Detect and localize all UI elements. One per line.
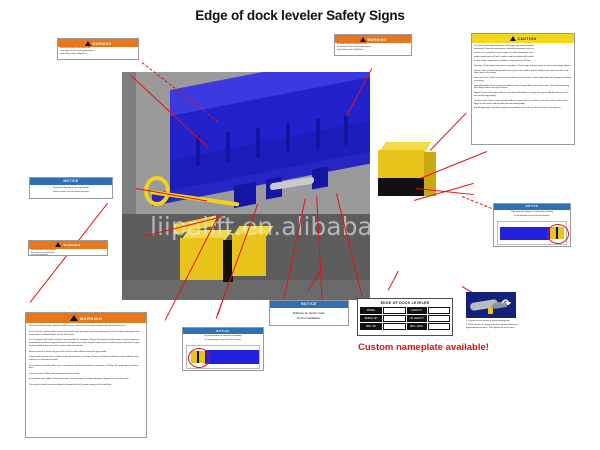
leveler-bracket — [312, 166, 328, 190]
nameplate-label: SERIAL NO — [360, 314, 382, 322]
sign-warning-bottom-left: WARNING Do not install the leveler, oper… — [25, 312, 147, 438]
nameplate-value[interactable] — [383, 314, 406, 322]
nameplate-value[interactable] — [427, 306, 450, 314]
nameplate-value[interactable] — [427, 322, 450, 330]
sign-body: Do not install the leveler, operate and/… — [29, 325, 140, 386]
sign-header: WARNING — [335, 35, 411, 44]
spring-tension-photo-card: ↷ 1. Loosen the set screws in spring win… — [466, 292, 524, 354]
sign-header: NOTICE — [183, 328, 263, 334]
sign-body: Left hand bumper (as viewed when standin… — [204, 335, 242, 342]
sign-notice-bottom-center: NOTICE Left hand bumper (as viewed when … — [182, 327, 264, 371]
leader-line — [429, 112, 467, 151]
dock-leveler-render: liipalift.en.alibaba.com — [122, 72, 370, 300]
page-title: Edge of dock leveler Safety Signs — [195, 8, 405, 23]
nameplate-value[interactable] — [427, 314, 450, 322]
sign-header: NOTICE — [30, 178, 112, 185]
sign-header: WARNING — [29, 241, 107, 249]
warning-triangle-icon — [359, 36, 366, 42]
photo-instructions: 1. Loosen the set screws in spring windi… — [466, 320, 518, 330]
sign-notice-drill-hole: NOTICE Drill hole for factory tests. Not… — [269, 300, 349, 326]
sign-body: Use caution when lifting or moving the d… — [60, 48, 94, 55]
notice-illustration-left-bumper — [186, 345, 260, 370]
illustration-leveler-bar — [500, 226, 550, 240]
nameplate-grid: MODEL CAPACITY SERIAL NO LIP LENGTH MFG.… — [360, 306, 450, 330]
sign-notice-right-bumper: NOTICE Right hand dock bumper (as viewed… — [493, 203, 571, 247]
side-bumper-pad — [378, 178, 424, 196]
sign-warning-mid-left: WARNING Keep hands and feet clear of pin… — [28, 240, 108, 256]
sign-body: The Dock Leveler will provide years of e… — [474, 44, 572, 110]
sign-header: WARNING — [26, 313, 146, 324]
leveler-rib — [344, 114, 348, 146]
sign-header: CAUTION — [472, 34, 574, 43]
custom-nameplate-note: Custom nameplate available! — [358, 342, 489, 353]
nameplate-label: CAPACITY — [406, 306, 427, 314]
sign-body: To prevent damage to the grip handle, Pl… — [52, 187, 90, 194]
sign-caution-right: CAUTION The Dock Leveler will provide ye… — [471, 33, 575, 145]
nameplate-title: EDGE OF DOCK LEVELER — [380, 301, 430, 305]
nameplate-label: MFG. NO — [360, 322, 382, 330]
watermark: liipalift.en.alibaba.com — [150, 212, 370, 241]
grip-handle-ring — [144, 176, 170, 206]
photo-yellow-part — [488, 308, 493, 314]
nameplate-label: LIP LENGTH — [406, 314, 427, 322]
nameplate: EDGE OF DOCK LEVELER MODEL CAPACITY SERI… — [357, 298, 453, 336]
sign-body: Drill hole for factory tests. Not for in… — [292, 311, 326, 321]
leveler-rib — [316, 118, 320, 150]
illustration-leveler-bar — [205, 350, 259, 365]
sign-header: NOTICE — [494, 204, 570, 210]
sign-body: Use caution when lifting or moving the d… — [337, 44, 371, 51]
notice-illustration-right-bumper — [497, 220, 569, 245]
leveler-rib — [256, 127, 260, 159]
sign-warning-top-left: WARNING Use caution when lifting or movi… — [57, 38, 139, 60]
sign-body: Right hand dock bumper (as viewed when s… — [511, 211, 553, 217]
render-floor-front — [122, 280, 370, 300]
sign-warning-top-center: WARNING Use caution when lifting or movi… — [334, 34, 412, 56]
spring-tension-photo: ↷ — [466, 292, 516, 318]
leveler-rib — [226, 131, 230, 163]
leveler-rib — [286, 122, 290, 154]
nameplate-label: MODEL — [360, 306, 382, 314]
warning-triangle-icon — [55, 242, 62, 248]
sign-notice-grip-handle: NOTICE To prevent damage to the grip han… — [29, 177, 113, 199]
sign-header: NOTICE — [270, 301, 348, 309]
leader-line — [387, 270, 399, 291]
nameplate-value[interactable] — [383, 306, 406, 314]
nameplate-value[interactable] — [383, 322, 406, 330]
sign-body: Keep hands and feet clear of pinch point… — [31, 249, 57, 257]
warning-triangle-icon — [69, 315, 78, 322]
bumper-pad — [223, 240, 233, 282]
illustration-highlight-circle — [547, 223, 569, 244]
nameplate-label: MFG. DATE — [406, 322, 427, 330]
caution-triangle-icon — [509, 35, 516, 41]
sign-header: WARNING — [58, 39, 138, 48]
warning-triangle-icon — [84, 40, 91, 46]
rotation-arrow-icon: ↷ — [501, 298, 511, 310]
illustration-highlight-circle — [188, 348, 210, 369]
